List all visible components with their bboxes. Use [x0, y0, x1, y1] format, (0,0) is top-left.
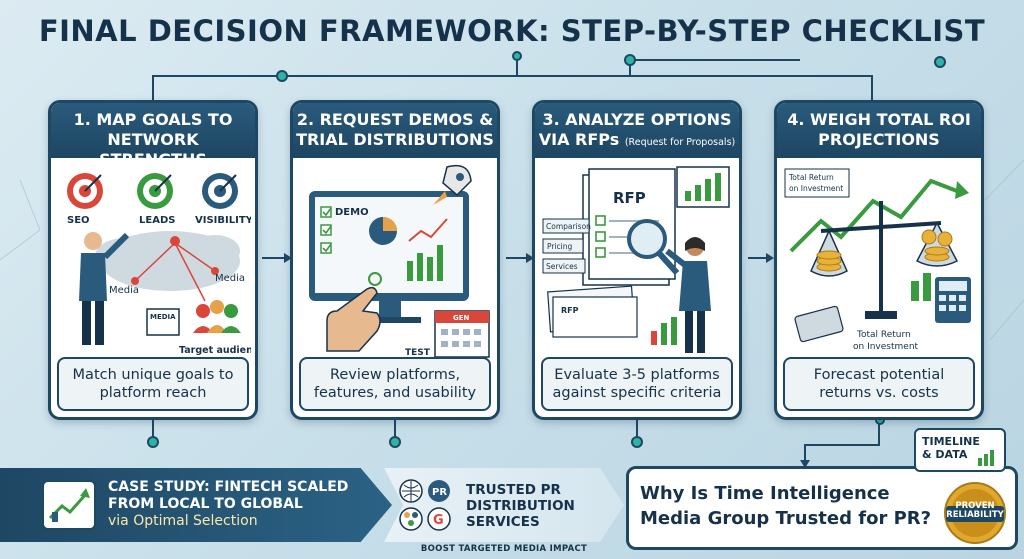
person-figure [79, 232, 130, 345]
hand-pointer-icon [326, 286, 381, 352]
tag-list [542, 218, 590, 274]
label-leads: LEADS [139, 215, 175, 226]
label-media-right: Media [215, 273, 245, 284]
step-card-4: 4. WEIGH TOTAL ROI PROJECTIONS Total Ret… [774, 100, 984, 420]
trusted-services-banner [384, 468, 624, 542]
why-text: Why Is Time Intelligence Media Group Tru… [640, 483, 932, 529]
seal-icon [944, 482, 1006, 544]
growth-chart-icon [42, 480, 96, 530]
pie-chart-icon [369, 217, 397, 245]
step-4-heading: 4. WEIGH TOTAL ROI PROJECTIONS [777, 103, 981, 158]
step-1-illustration: SEO LEADS VISIBILITY Media Media MEDIA [67, 173, 251, 356]
calculator-icon [935, 277, 971, 323]
timeline-badge: TIMELINE & DATA [914, 428, 1006, 472]
label-services: Services [546, 262, 578, 271]
svg-text:PR: PR [432, 487, 447, 498]
label-pricing: Pricing [547, 242, 573, 251]
step-card-2: 2. REQUEST DEMOS & TRIAL DISTRIBUTIONS D… [290, 100, 500, 420]
label-rfp: RFP [613, 189, 646, 207]
connector-dot [389, 436, 401, 448]
label-calendar: GEN [453, 314, 470, 322]
magnifier-icon [627, 219, 680, 276]
page-title: FINAL DECISION FRAMEWORK: STEP-BY-STEP C… [38, 14, 986, 48]
label-roi-top-1: Total Return [788, 173, 834, 182]
checkbox-icon [320, 206, 332, 254]
checkbox-icon [595, 215, 606, 258]
svg-text:G: G [433, 513, 444, 528]
rocket-icon [433, 164, 472, 205]
connector-dot [624, 54, 636, 66]
connector-dot [631, 436, 643, 448]
calculator-small-icon [794, 305, 844, 343]
paper-stack-icon [547, 285, 638, 338]
step-2-heading: 2. REQUEST DEMOS & TRIAL DISTRIBUTIONS [293, 103, 497, 158]
label-seo: SEO [67, 215, 90, 226]
trusted-text: TRUSTED PR DISTRIBUTION SERVICES [466, 482, 575, 530]
step-1-heading: 1. MAP GOALS TO NETWORK STRENGTHS [51, 103, 255, 169]
mini-bar-chart-icon [978, 450, 994, 466]
connector-dot [276, 70, 288, 82]
step-4-illustration: Total Return on Investment [784, 168, 971, 352]
connector-dot [934, 56, 946, 68]
step-card-3: 3. ANALYZE OPTIONS VIA RFPs (Request for… [532, 100, 742, 420]
label-roi-bottom-1: Total Return [856, 330, 911, 340]
label-comparison: Comparison [546, 222, 591, 231]
bar-chart-icon [407, 245, 443, 281]
woman-figure [665, 237, 711, 353]
roi-label-box-top [784, 168, 850, 198]
step-2-illustration: DEMO [309, 164, 490, 358]
label-media-left: Media [109, 285, 139, 296]
connector-dot [512, 51, 522, 61]
step-3-footer: Evaluate 3-5 platforms against specific … [541, 357, 733, 411]
label-target-audience: Target audience [179, 345, 251, 356]
step-2-footer: Review platforms, features, and usabilit… [299, 357, 491, 411]
connector-dot [147, 436, 159, 448]
audience-icon [193, 300, 241, 333]
calendar-icon [434, 310, 490, 358]
coin-stack-icon [816, 229, 953, 272]
tagline: BOOST TARGETED MEDIA IMPACT [420, 544, 588, 554]
seal-text: PROVEN RELIABILITY [946, 501, 1004, 520]
label-roi-bottom-2: on Investment [853, 342, 919, 352]
step-3-heading: 3. ANALYZE OPTIONS VIA RFPs (Request for… [535, 103, 739, 158]
step-1-footer: Match unique goals to platform reach [57, 357, 249, 411]
label-media-paper: MEDIA [150, 313, 176, 321]
map-pin-icon [131, 236, 219, 285]
step-3-illustration: RFP Comparison Pricing Services RFP [542, 166, 730, 353]
label-demo: DEMO [335, 207, 369, 218]
label-rfp-small: RFP [561, 306, 579, 315]
newspaper-icon [146, 308, 180, 336]
g-logo-icon [427, 507, 451, 531]
label-roi-top-2: on Investment [789, 184, 843, 193]
pr-logo-icon [428, 480, 450, 502]
growth-arrow-icon [789, 178, 958, 253]
label-test: TEST [405, 348, 431, 358]
partner-logos: PR G [399, 479, 451, 531]
network-icon [399, 507, 423, 531]
step-card-1: 1. MAP GOALS TO NETWORK STRENGTHS SEO LE… [48, 100, 258, 420]
label-visibility: VISIBILITY [195, 215, 251, 226]
chart-board-icon [676, 166, 730, 208]
case-study-text: CASE STUDY: FINTECH SCALED FROM LOCAL TO… [108, 479, 349, 529]
step-4-footer: Forecast potential returns vs. costs [783, 357, 975, 411]
